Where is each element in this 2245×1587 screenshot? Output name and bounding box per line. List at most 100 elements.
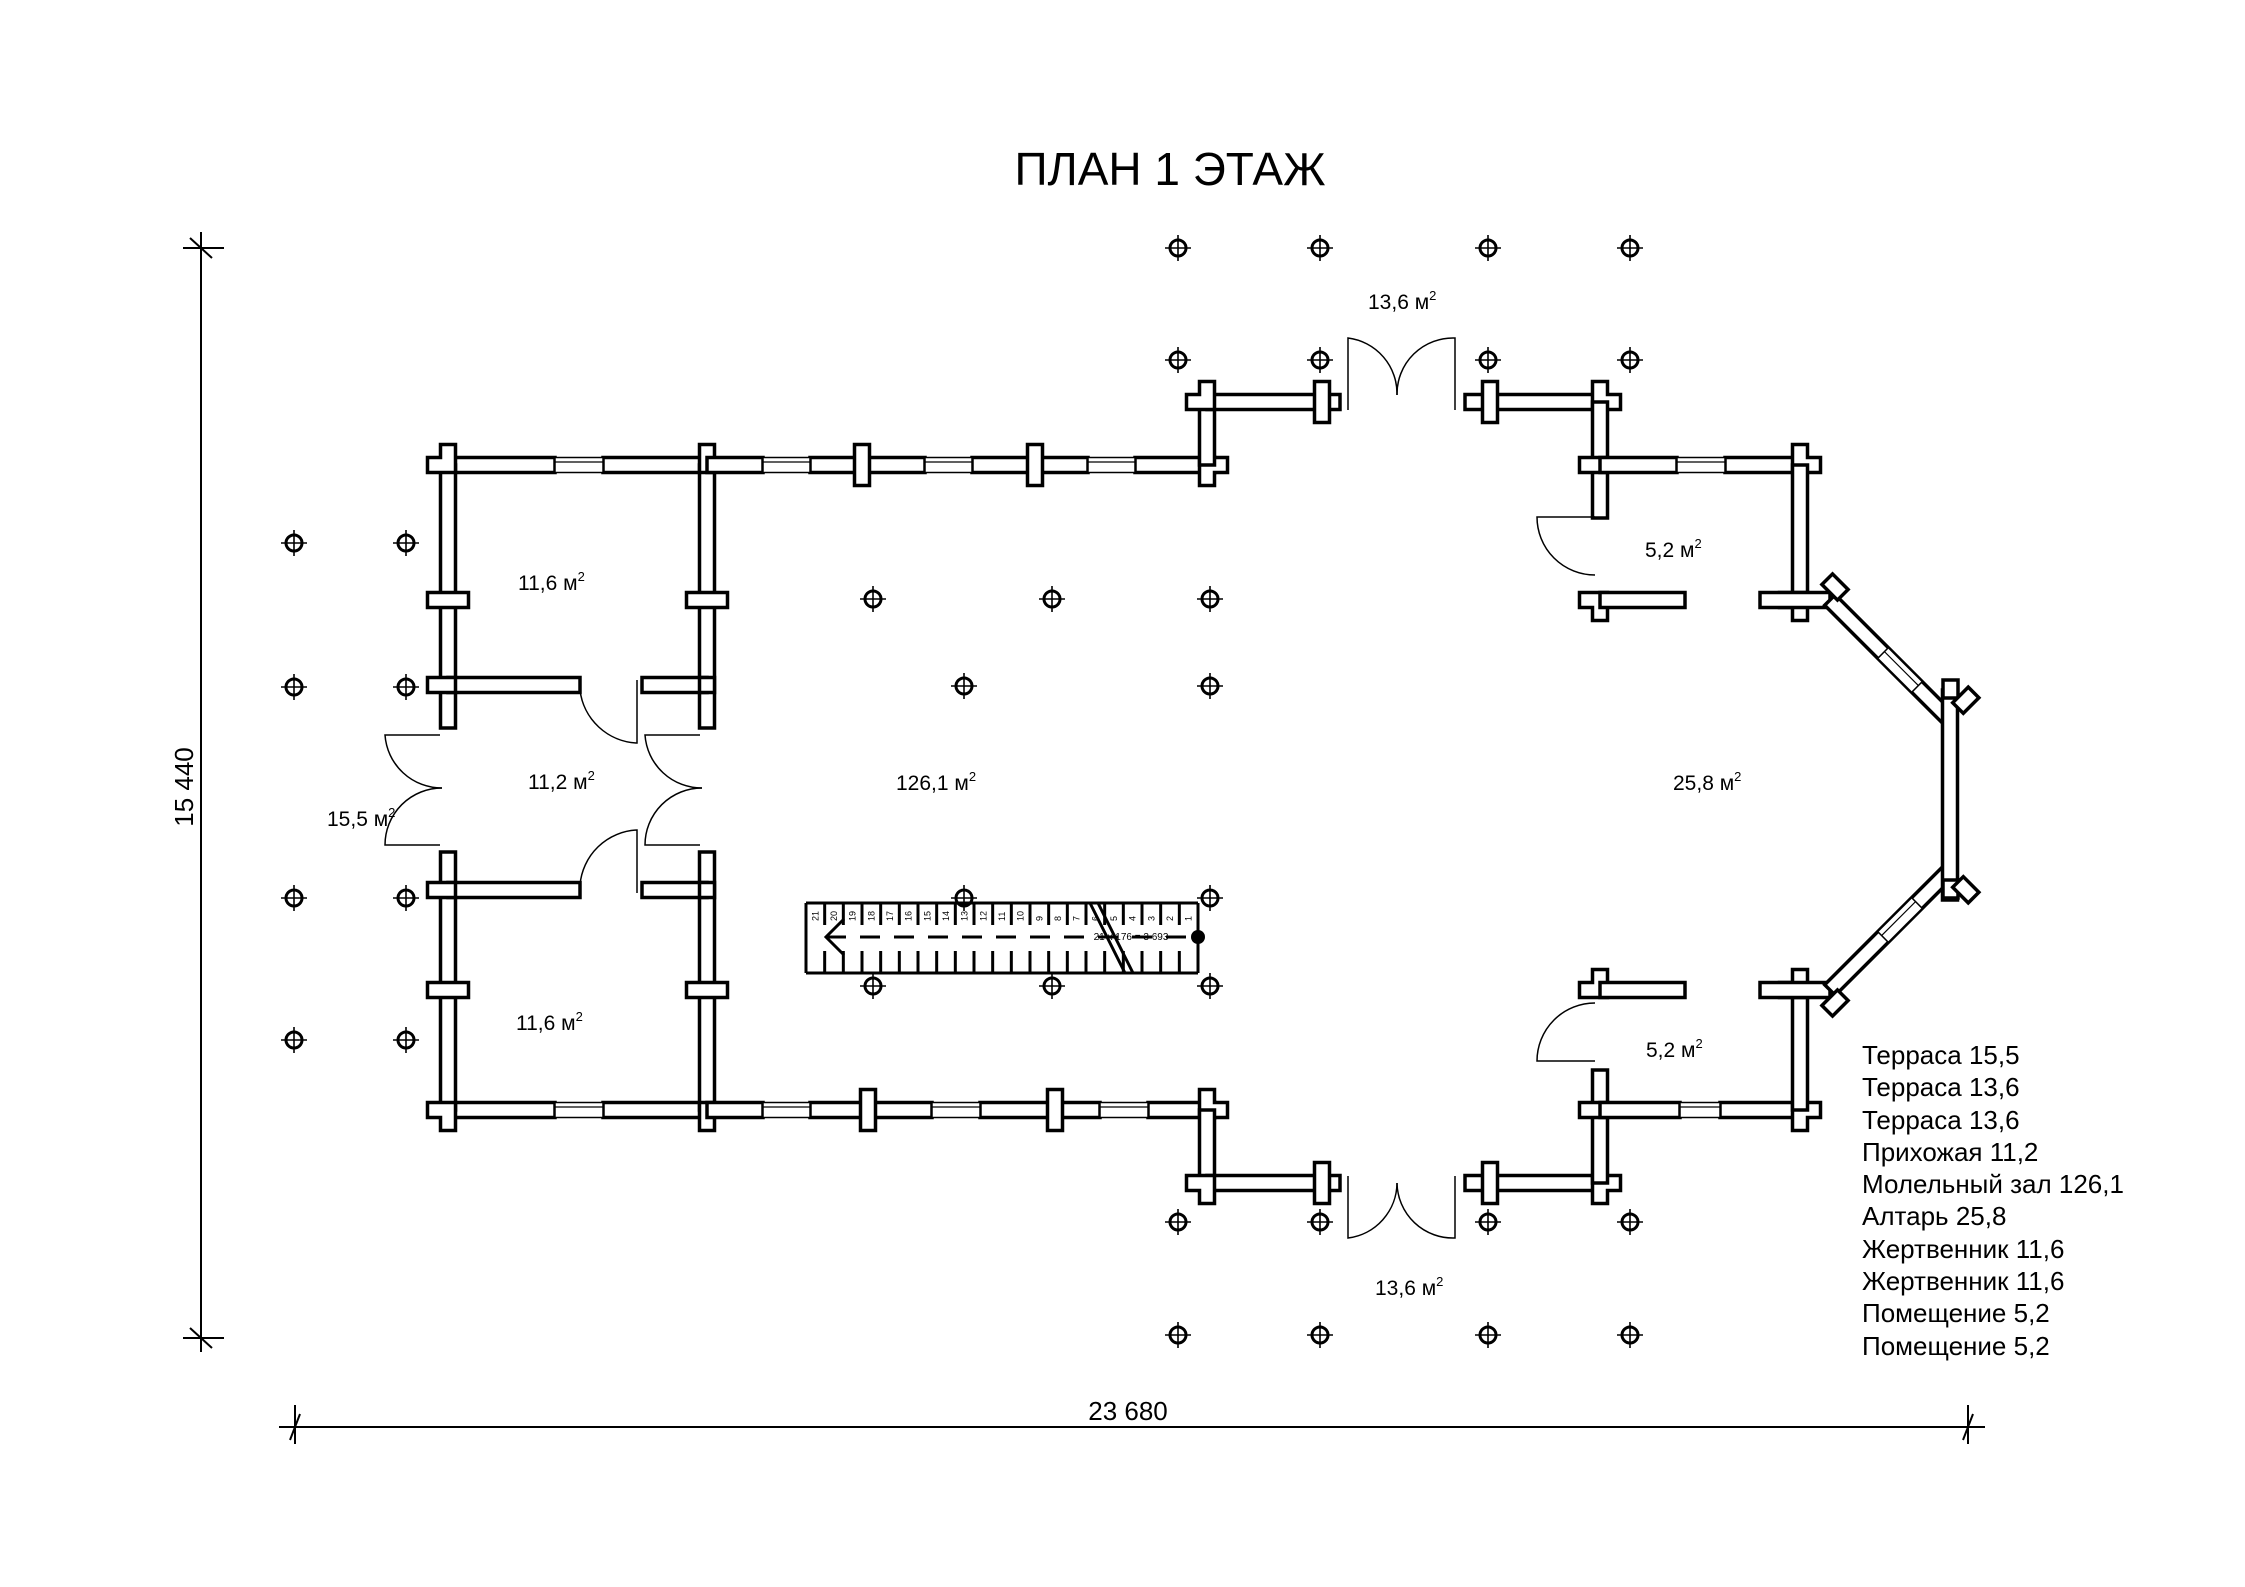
wall-segment [1723,455,1802,475]
window [931,1101,981,1119]
column-marker [860,586,886,612]
window [1679,1101,1721,1119]
stair-step-number: 8 [1053,916,1063,921]
stair-step-number: 15 [922,911,932,921]
window [1087,456,1136,474]
log-corner [1184,379,1217,412]
stair-step-number: 12 [978,911,988,921]
wall-segment [446,1100,557,1120]
wall-segment [640,675,709,695]
wall-segment [640,880,709,900]
door-swing [644,734,703,789]
plan-title: ПЛАН 1 ЭТАЖ [1014,143,1325,195]
column-marker [1197,673,1223,699]
column-marker [951,673,977,699]
log-corner [684,980,730,1000]
legend-item: Терраса 13,6 [1862,1072,2020,1103]
legend-item: Жертвенник 11,6 [1862,1233,2065,1264]
stair-step-number: 20 [829,911,839,921]
room-label-terrace-west: 15,5 м2 [327,805,395,831]
wall-segment [1718,1100,1802,1120]
log-corner [1819,987,1851,1019]
wall-segment [1598,455,1679,475]
column-marker [1617,1322,1643,1348]
stair-break-line [1096,902,1135,974]
stair-break-line [1088,902,1127,974]
door-swing [1347,337,1398,410]
stair-step-number: 19 [848,911,858,921]
column-marker [1165,235,1191,261]
log-corner [697,880,717,900]
column-marker [860,973,886,999]
stair-step-number: 6 [1090,916,1100,921]
door-swing [644,787,703,846]
stair-step-number: 21 [810,911,820,921]
height-dimension-label: 15 440 [169,747,199,827]
column-marker [281,885,307,911]
svg-text:13,6 м2: 13,6 м2 [1368,288,1436,314]
wall-segment [1758,590,1832,610]
legend-item: Жертвенник 11,6 [1862,1266,2065,1297]
legend-item: Помещение 5,2 [1862,1298,2050,1329]
room-label-altar: 25,8 м2 [1673,769,1741,795]
log-corner [1950,874,1982,906]
wall-segment [705,1100,765,1120]
log-corner [425,980,471,1000]
legend-item: Алтарь 25,8 [1862,1201,2007,1232]
stair-note: 21 x 176 = 3 693 [1094,932,1169,943]
column-marker [1039,586,1065,612]
walls [425,379,1982,1206]
svg-text:126,1 м2: 126,1 м2 [896,769,976,795]
stair-step-number: 3 [1146,916,1156,921]
log-corner [1819,571,1851,603]
log-corner [1025,442,1045,488]
door-swing [1536,516,1596,576]
wall-segment [446,455,557,475]
column-marker [1197,586,1223,612]
stair-step-number: 10 [1016,911,1026,921]
legend-item: Помещение 5,2 [1862,1330,2050,1361]
door-swing [579,829,638,893]
log-corner [425,880,458,900]
log-corner [1941,678,1960,700]
window [762,456,811,474]
column-marker [281,1027,307,1053]
svg-text:15,5 м2: 15,5 м2 [327,805,395,831]
wall-segment [1197,1108,1217,1185]
room-label-zhertvennik-bottom: 11,6 м2 [516,1009,583,1035]
stair-step-number: 1 [1184,916,1194,921]
door-swing [1347,1176,1398,1239]
room-label-terrace-north: 13,6 м2 [1368,288,1436,314]
horizontal-dimension: 23 680 [279,1396,1985,1444]
column-marker [1475,235,1501,261]
wall-segment [1790,463,1810,602]
wall-segment [1598,590,1687,610]
window [554,456,604,474]
column-marker [1197,885,1223,911]
column-marker [281,530,307,556]
doors [384,337,1596,1239]
column-marker [1617,347,1643,373]
legend-item: Терраса 13,6 [1862,1104,2020,1135]
wall-segment [1598,980,1687,1000]
column-marker [1165,1322,1191,1348]
column-marker [1165,347,1191,373]
stair-step-number: 7 [1072,916,1082,921]
log-corner [1312,1160,1332,1206]
log-corner [425,590,471,610]
log-corner [425,675,458,695]
stair-step-number: 16 [904,911,914,921]
log-corner [852,442,872,488]
column-marker [1617,1209,1643,1235]
column-marker [1197,973,1223,999]
column-marker [393,674,419,700]
svg-text:11,6 м2: 11,6 м2 [516,1009,583,1035]
log-corner [1480,379,1500,425]
column-marker [393,885,419,911]
column-marker [393,530,419,556]
door-swing [1536,1002,1596,1062]
wall-segment [1598,1100,1682,1120]
door-swing [384,787,443,846]
